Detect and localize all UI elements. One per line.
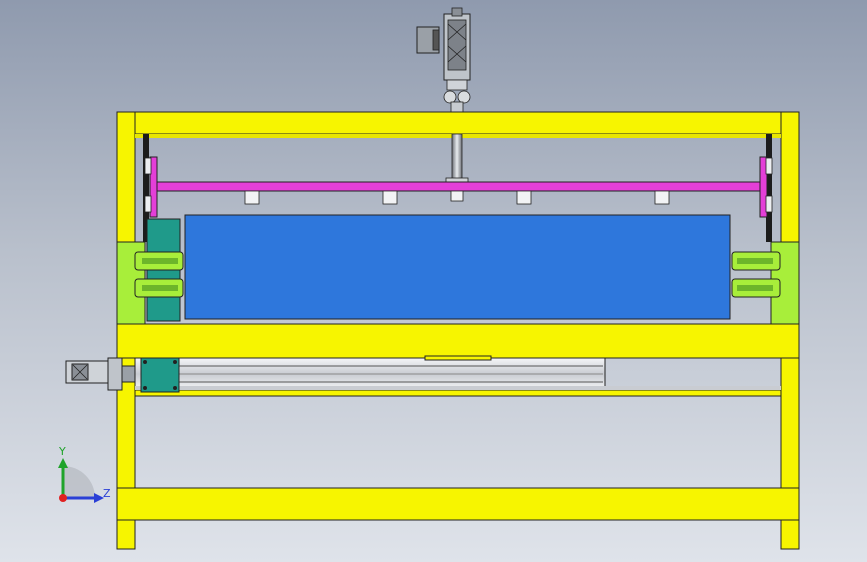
axis-z-label: Z	[103, 487, 111, 500]
right-green-bracket	[731, 241, 800, 325]
linear-actuator	[134, 355, 781, 393]
left-green-bracket	[116, 241, 184, 325]
actuator-carriage	[140, 357, 180, 393]
axis-y-label: Y	[58, 445, 66, 458]
axis-triad: Y Z	[58, 445, 111, 503]
suction-pads	[244, 190, 670, 205]
yellow-frame	[116, 111, 800, 550]
frame-lower-beam	[116, 487, 800, 521]
frame-rail-strip	[134, 389, 782, 397]
crossbar-right-end	[759, 156, 768, 218]
frame-top-beam	[116, 111, 800, 135]
end-guide-blocks	[144, 157, 773, 213]
left-inner-edge	[143, 134, 149, 242]
side-motor	[65, 357, 136, 391]
top-motor-assembly	[416, 7, 471, 113]
center-lift-rod	[445, 133, 469, 187]
right-inner-edge	[766, 134, 772, 242]
motor-coupling	[446, 79, 468, 91]
crossbar-left-end	[149, 156, 158, 218]
frame-middle-beam	[116, 323, 800, 359]
blue-roller	[184, 214, 731, 320]
